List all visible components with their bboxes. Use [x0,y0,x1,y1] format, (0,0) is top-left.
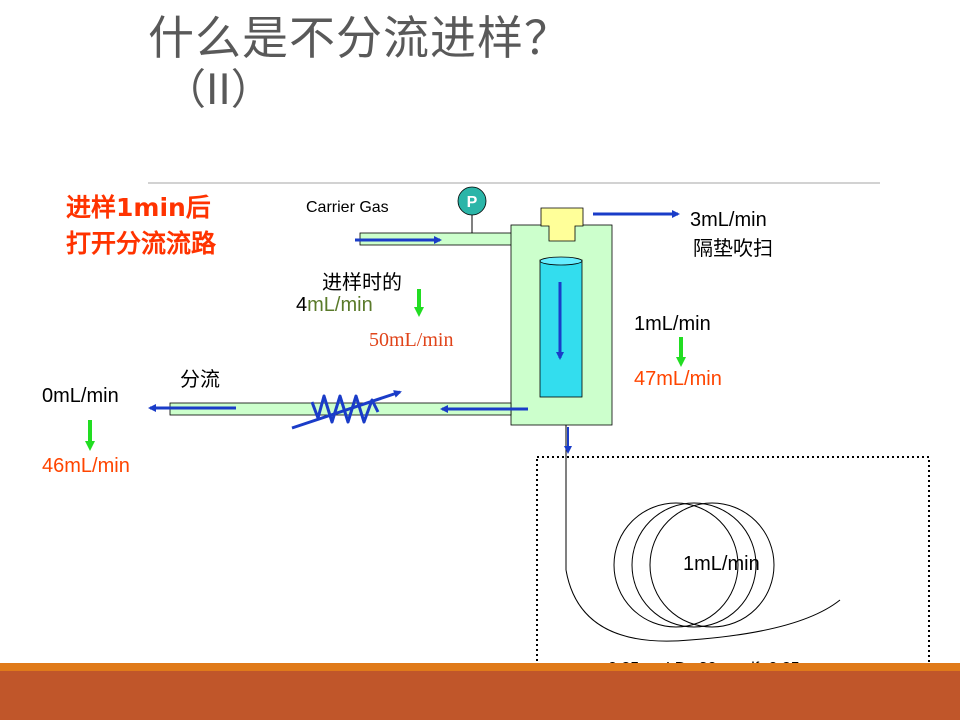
footer-bar [0,671,960,720]
injection-flow-unit: mL/min [307,294,373,316]
note-line-2: 打开分流流路 [66,229,217,258]
split-flow-before: 0mL/min [42,385,119,407]
column-coil-ring [631,502,757,628]
valve-adjust-arrow [291,390,402,430]
needle-valve-icon [310,394,380,424]
injection-flow-after: 50mL/min [369,329,454,351]
liner-top [539,256,583,266]
note-line-1: 进样1min后 [66,193,211,222]
column-oven-box [536,456,930,673]
pressure-gauge-icon [457,186,487,216]
column-coil-ring [613,502,739,628]
injection-label: 进样时的 [322,272,402,294]
injection-flow-before: 4mL/min [296,294,373,317]
carrier-gas-label: Carrier Gas [306,199,389,216]
injection-flow-digit: 4 [296,294,308,316]
column-flow-before: 1mL/min [634,313,711,335]
septum-purge-label: 隔垫吹扫 [693,238,773,260]
column-coil-flow: 1mL/min [683,553,760,575]
column-coil-ring [649,502,775,628]
septum-icon [540,207,584,242]
slide-title: 什么是不分流进样？ [148,11,571,65]
column-flow-after: 47mL/min [634,368,722,390]
column-coil-tail [565,569,841,642]
septum-purge-flow: 3mL/min [690,209,767,231]
pressure-gauge-label: P [467,194,478,211]
slide-subtitle: （II） [164,65,273,114]
split-label: 分流 [180,369,220,391]
footer-accent-bar [0,663,960,671]
split-flow-after: 46mL/min [42,455,130,477]
